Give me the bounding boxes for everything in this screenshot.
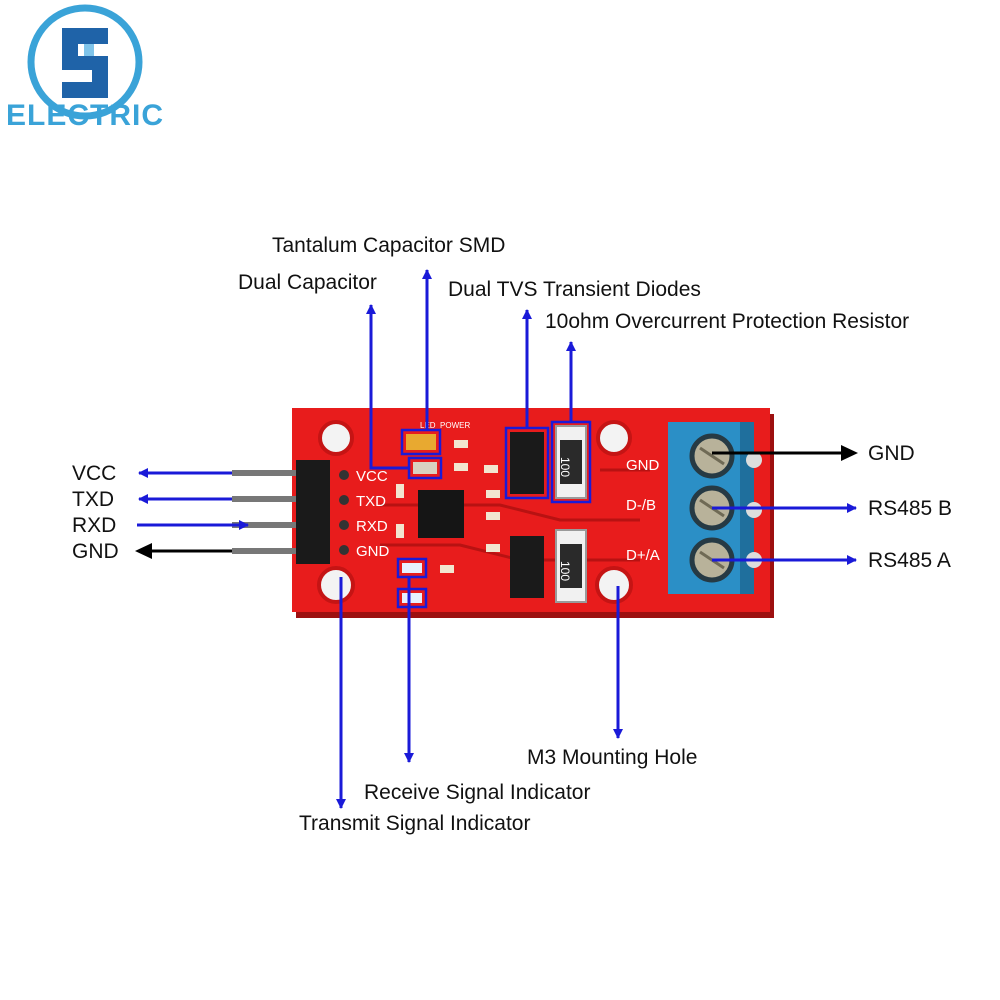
silk-txd: TXD <box>356 493 386 510</box>
terminal-solder-pad <box>746 502 762 518</box>
mounting-hole-tr <box>596 420 632 456</box>
smd-part <box>396 524 404 538</box>
header-socket <box>296 460 330 564</box>
logo-ring <box>27 4 143 120</box>
arrowhead-gnd-left <box>135 543 152 559</box>
silk-gnd: GND <box>356 543 390 560</box>
mounting-hole-tl <box>318 420 354 456</box>
smd-part <box>440 565 454 573</box>
highlight-led-rx <box>396 557 428 579</box>
pad-gnd <box>339 545 349 555</box>
resistor-value-bottom: 100 <box>558 561 572 581</box>
label-gnd-left: GND <box>72 540 119 563</box>
label-protection-resistor: 10ohm Overcurrent Protection Resistor <box>545 310 910 333</box>
silk-vcc: VCC <box>356 468 388 485</box>
pad-rxd <box>339 520 349 530</box>
silk-d-minus: D-/B <box>626 497 656 514</box>
terminal-slot <box>699 446 725 466</box>
pin-gnd <box>232 548 296 554</box>
tvs-diode-top <box>510 432 544 494</box>
pcb-board: VCC TXD RXD GND GND D-/B D+/A LED_POWER <box>232 408 774 618</box>
label-receive-indicator: Receive Signal Indicator <box>364 781 591 804</box>
smd-part <box>486 512 500 520</box>
smd-part <box>486 544 500 552</box>
protection-resistor-top-body <box>560 440 582 484</box>
smd-part <box>486 490 500 498</box>
pin-vcc <box>232 470 296 476</box>
tantalum-capacitor <box>406 434 436 450</box>
highlight-led-tx <box>396 587 428 609</box>
resistor-value-top: 100 <box>558 457 572 477</box>
label-gnd-right: GND <box>868 442 915 465</box>
label-mounting-hole: M3 Mounting Hole <box>527 746 698 769</box>
protection-resistor-bottom-body <box>560 544 582 588</box>
silk-gnd-right: GND <box>626 457 660 474</box>
tvs-diode-bottom <box>510 536 544 598</box>
label-transmit-indicator: Transmit Signal Indicator <box>299 812 531 835</box>
silk-d-plus: D+/A <box>626 547 660 564</box>
logo-s-mark <box>27 4 143 120</box>
silk-led-power: LED_POWER <box>420 421 470 430</box>
dual-capacitor <box>413 462 437 474</box>
smd-part <box>454 463 468 471</box>
logo-text: ELECTRIC <box>6 99 164 132</box>
label-rs485-b: RS485 B <box>868 497 953 520</box>
label-rxd: RXD <box>72 514 117 537</box>
led-rx <box>402 563 422 573</box>
pin-txd <box>232 496 296 502</box>
mounting-hole-br <box>595 566 633 604</box>
pad-vcc <box>339 470 349 480</box>
terminal-solder-pad <box>746 452 762 468</box>
logo-accent <box>84 44 94 56</box>
mounting-hole-bl <box>317 566 355 604</box>
gnd-arrows <box>135 445 858 559</box>
silk-rxd: RXD <box>356 518 388 535</box>
highlight-tantalum <box>400 428 442 456</box>
label-tvs-diodes: Dual TVS Transient Diodes <box>448 278 701 301</box>
logo-s-shape <box>62 28 108 98</box>
smd-part <box>454 440 468 448</box>
label-tantalum-capacitor: Tantalum Capacitor SMD <box>272 234 506 257</box>
smd-part <box>396 484 404 498</box>
label-vcc: VCC <box>72 462 117 485</box>
label-dual-capacitor: Dual Capacitor <box>238 271 377 294</box>
label-txd: TXD <box>72 488 114 511</box>
smd-part <box>484 465 498 473</box>
annotation-lines <box>137 269 857 809</box>
pin-rxd <box>232 522 296 528</box>
leader-dual-capacitor <box>366 304 409 470</box>
transceiver-ic <box>418 490 464 538</box>
led-tx <box>402 593 422 603</box>
pad-txd <box>339 495 349 505</box>
label-rs485-a: RS485 A <box>868 549 951 572</box>
arrowhead-gnd-right <box>841 445 858 461</box>
